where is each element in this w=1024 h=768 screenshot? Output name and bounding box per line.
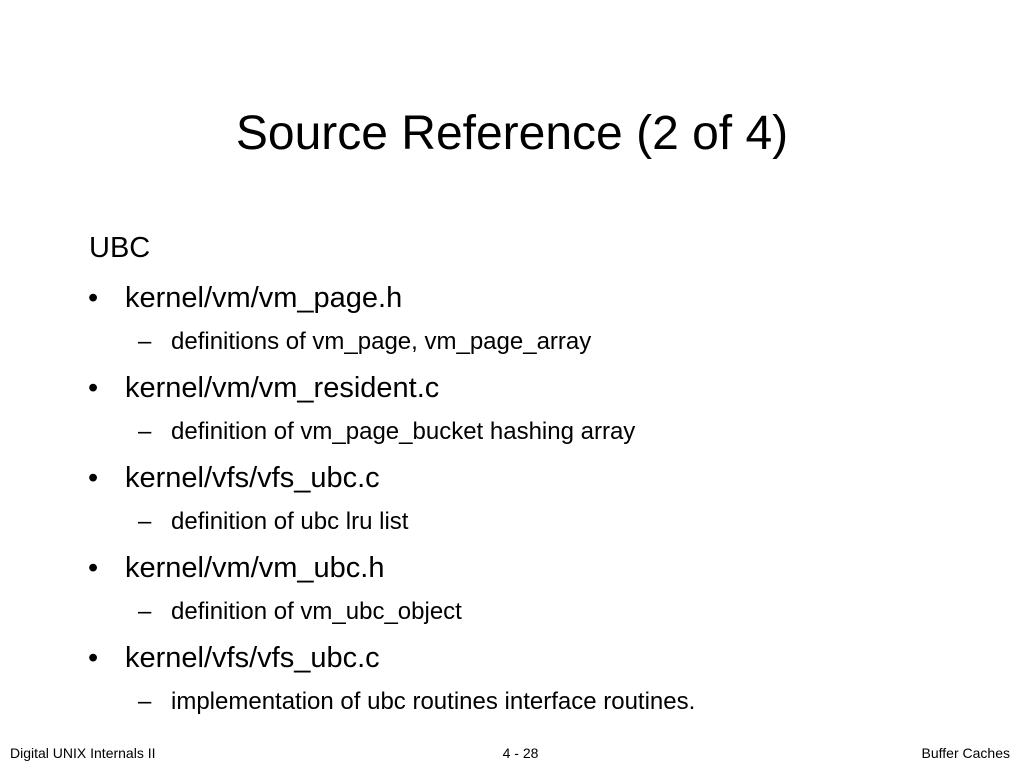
- bullet-text: kernel/vfs/vfs_ubc.c: [125, 462, 380, 494]
- bullet-item: • kernel/vm/vm_ubc.h: [88, 550, 385, 586]
- bullet-marker: •: [88, 282, 99, 314]
- bullet-text: kernel/vm/vm_resident.c: [125, 372, 440, 404]
- slide-title: Source Reference (2 of 4): [235, 107, 789, 160]
- sub-bullet-text: implementation of ubc routines interface…: [171, 688, 696, 715]
- footer-page-number: 4 - 28: [502, 745, 539, 761]
- bullet-text: kernel/vfs/vfs_ubc.c: [125, 642, 380, 674]
- bullet-text: kernel/vm/vm_page.h: [125, 282, 403, 314]
- footer-course-title: Digital UNIX Internals II: [10, 745, 156, 761]
- sub-bullet-marker: –: [138, 328, 152, 355]
- footer-chapter-title: Buffer Caches: [921, 745, 1010, 761]
- sub-bullet-text: definition of ubc lru list: [171, 508, 409, 535]
- bullet-item: • kernel/vfs/vfs_ubc.c: [88, 640, 380, 676]
- sub-bullet-marker: –: [138, 508, 152, 535]
- sub-bullet-item: –definition of vm_page_bucket hashing ar…: [138, 417, 635, 447]
- sub-bullet-item: –definitions of vm_page, vm_page_array: [138, 327, 591, 357]
- sub-bullet-marker: –: [138, 418, 152, 445]
- sub-bullet-item: –implementation of ubc routines interfac…: [138, 687, 695, 717]
- bullet-text: kernel/vm/vm_ubc.h: [125, 552, 385, 584]
- section-heading: UBC: [89, 232, 151, 264]
- sub-bullet-marker: –: [138, 598, 152, 625]
- sub-bullet-marker: –: [138, 688, 152, 715]
- bullet-marker: •: [88, 372, 99, 404]
- sub-bullet-text: definition of vm_ubc_object: [171, 598, 462, 625]
- bullet-item: • kernel/vfs/vfs_ubc.c: [88, 460, 380, 496]
- sub-bullet-item: –definition of vm_ubc_object: [138, 597, 462, 627]
- sub-bullet-text: definition of vm_page_bucket hashing arr…: [171, 418, 636, 445]
- bullet-marker: •: [88, 642, 99, 674]
- bullet-item: • kernel/vm/vm_resident.c: [88, 370, 439, 406]
- bullet-marker: •: [88, 462, 99, 494]
- sub-bullet-item: –definition of ubc lru list: [138, 507, 408, 537]
- sub-bullet-text: definitions of vm_page, vm_page_array: [171, 328, 592, 355]
- bullet-marker: •: [88, 552, 99, 584]
- bullet-item: • kernel/vm/vm_page.h: [88, 280, 402, 316]
